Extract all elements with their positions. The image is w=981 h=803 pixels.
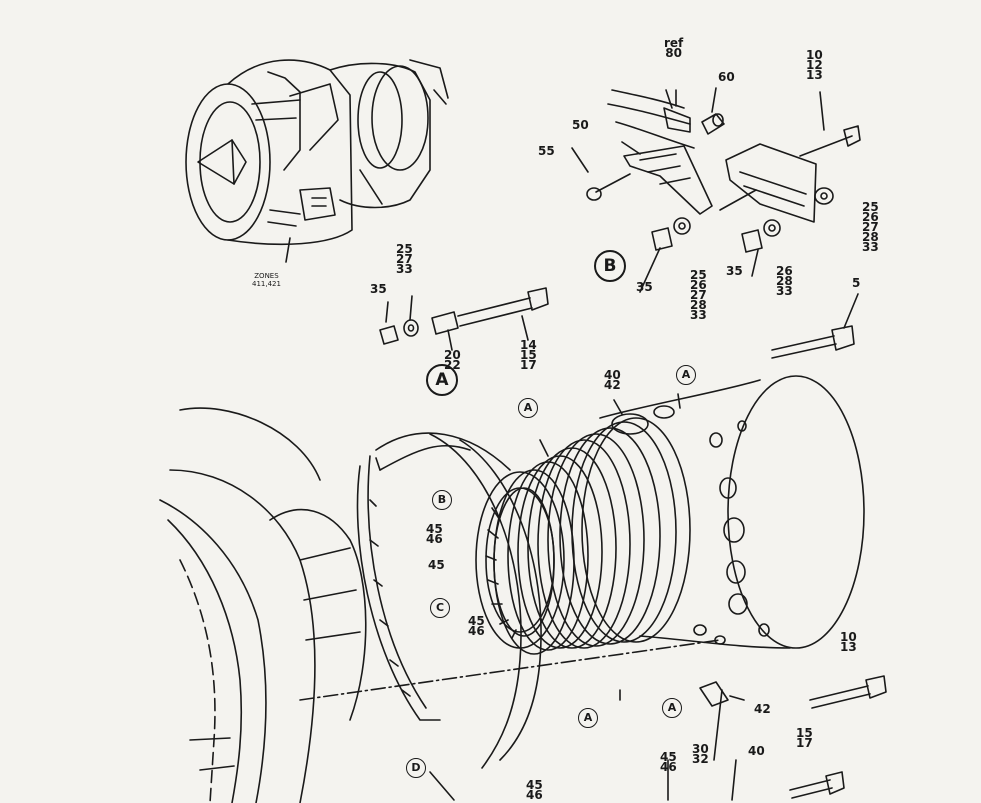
bolt-5 (771, 335, 837, 359)
part-callout: 10 13 (840, 630, 857, 654)
part-callout: 42 (754, 702, 771, 716)
part-callout: 25 26 27 28 33 (862, 200, 879, 254)
detail-a-bolt (379, 287, 549, 345)
part-callout: 35 (370, 282, 387, 296)
part-callout: 45 (428, 558, 445, 572)
part-callout: 45 46 (660, 750, 677, 774)
detail-b-bracket (586, 89, 861, 253)
ring-callout-a: A (518, 398, 538, 418)
part-callout: 45 46 (526, 778, 543, 802)
part-callout: 5 (852, 276, 861, 290)
part-callout: 26 28 33 (776, 264, 793, 298)
centerline (299, 639, 721, 701)
part-callout: 15 17 (796, 726, 813, 750)
bolt-15-17 (789, 779, 833, 799)
engine-overview-sketch (185, 59, 449, 263)
part-callout: 14 15 17 (520, 338, 537, 372)
mounting-ring (356, 432, 542, 769)
zones-label: ZONES 411,421 (252, 272, 281, 288)
detail-a-callout: A (426, 364, 458, 396)
part-callout: 40 (748, 744, 765, 758)
part-callout: 10 12 13 (806, 48, 823, 82)
ring-callout-d: D (406, 758, 426, 778)
part-callout: 25 26 27 28 33 (690, 268, 707, 322)
bolt-10-13 (809, 685, 871, 709)
combustor-case (493, 375, 865, 655)
part-callout: 45 46 (426, 522, 443, 546)
part-callout: 55 (538, 144, 555, 158)
ring-callout-c: C (430, 598, 450, 618)
part-callout: 30 32 (692, 742, 709, 766)
inner-ring (475, 471, 565, 649)
bracket-42 (699, 681, 729, 707)
part-callout: 35 (726, 264, 743, 278)
outer-case-fragment (159, 407, 367, 803)
part-callout: ref 80 (664, 36, 684, 60)
part-callout: 60 (718, 70, 735, 84)
detail-b-callout: B (594, 250, 626, 282)
part-callout: 45 46 (468, 614, 485, 638)
ring-callout-a: A (578, 708, 598, 728)
part-callout: 35 (636, 280, 653, 294)
part-callout: 20 22 (444, 348, 461, 372)
part-callout: 25 27 33 (396, 242, 413, 276)
part-callout: 50 (572, 118, 589, 132)
ring-callout-a: A (662, 698, 682, 718)
ring-callout-a: A (676, 365, 696, 385)
part-callout: 40 42 (604, 368, 621, 392)
ring-callout-b: B (432, 490, 452, 510)
